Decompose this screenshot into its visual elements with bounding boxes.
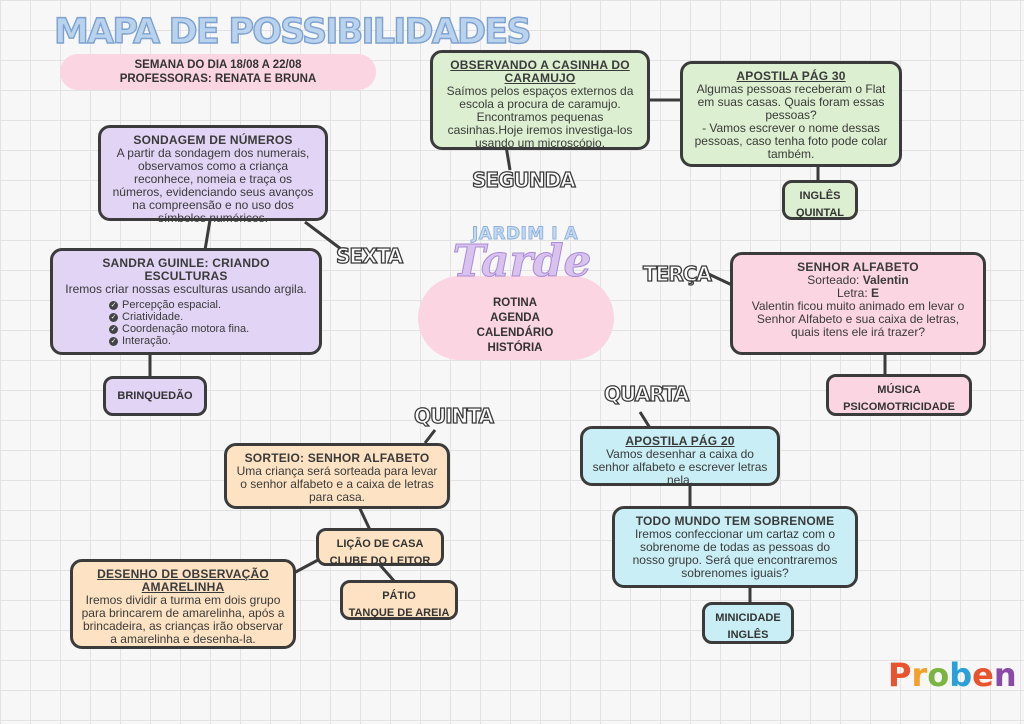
card-desenho-amarelinha: DESENHO DE OBSERVAÇÃO AMARELINHA Iremos … (70, 559, 296, 649)
card-title: SORTEIO: SENHOR ALFABETO (244, 451, 430, 465)
card-title: APOSTILA PÁG 20 (625, 434, 735, 448)
sorteado-value: Valentin (862, 273, 909, 287)
logo-letter: o (927, 656, 950, 694)
day-label-quarta: QUARTA (603, 381, 689, 406)
shift-name: Tarde (452, 236, 592, 288)
card-senhor-alfabeto: SENHOR ALFABETO Sorteado: Valentin Letra… (730, 252, 986, 355)
center-pill (418, 276, 614, 360)
check-icon: ✓ (109, 336, 118, 346)
logo-letter: n (993, 656, 1017, 694)
letra-value: E (871, 286, 880, 300)
check-icon: ✓ (109, 300, 118, 310)
card-title: DESENHO DE OBSERVAÇÃO AMARELINHA (97, 567, 269, 594)
card-text: Valentin ficou muito animado em levar o … (751, 299, 965, 339)
tags-terca: MÚSICA PSICOMOTRICIDADE (826, 374, 972, 416)
tags-quinta-2: PÁTIO TANQUE DE AREIA (340, 580, 458, 620)
header-info: SEMANA DO DIA 18/08 A 22/08 PROFESSORAS:… (60, 54, 376, 90)
skills-list: ✓ Percepção espacial. ✓ Criatividade. ✓ Coo… (61, 299, 311, 347)
day-label-terca: TERÇA (642, 261, 712, 286)
day-label-segunda: SEGUNDA (471, 167, 576, 192)
routine-item: HISTÓRIA (487, 342, 543, 354)
sorteado-label: Sorteado: (807, 273, 860, 287)
tag-musica: MÚSICA (877, 384, 921, 396)
sorteado-line: Sorteado: Valentin (741, 274, 975, 287)
skill-label: Percepção espacial. (122, 299, 222, 311)
teachers-label: PROFESSORAS: RENATA E BRUNA (119, 73, 317, 85)
logo-letter: r (911, 656, 928, 694)
card-title: OBSERVANDO A CASINHA DO CARAMUJO (450, 58, 630, 85)
proben-logo: Proben (888, 656, 1017, 694)
card-text: Uma criança será sorteada para levar o s… (236, 464, 438, 504)
card-text: Iremos dividir a turma em dois grupo par… (81, 593, 285, 646)
card-sondagem-numeros: SONDAGEM DE NÚMEROS A partir da sondagem… (98, 125, 328, 225)
class-name: JARDIM I A (471, 224, 579, 245)
card-sobrenome: TODO MUNDO TEM SOBRENOME Iremos confecci… (612, 506, 858, 588)
card-text: Iremos criar nossas esculturas usando ar… (65, 282, 307, 296)
routine-item: AGENDA (490, 312, 540, 324)
card-apostila-20: APOSTILA PÁG 20 Vamos desenhar a caixa d… (580, 426, 780, 487)
page-title: MAPA DE POSSIBILIDADES (53, 11, 532, 52)
routine-item: CALENDÁRIO (476, 327, 554, 339)
tags-segunda: INGLÊS QUINTAL (782, 180, 858, 220)
card-title: SENHOR ALFABETO (797, 260, 919, 274)
tag-minicidade: MINICIDADE (715, 612, 781, 624)
center-routine-list: ROTINA AGENDA CALENDÁRIO HISTÓRIA (455, 296, 575, 356)
card-text: Algumas pessoas receberam o Flat em suas… (694, 82, 888, 161)
tag-ingles: INGLÊS (799, 190, 841, 202)
letra-label: Letra: (836, 286, 868, 300)
week-label: SEMANA DO DIA 18/08 A 22/08 (134, 59, 302, 71)
card-title: SANDRA GUINLE: CRIANDO ESCULTURAS (102, 256, 270, 283)
card-observando-caramujo: OBSERVANDO A CASINHA DO CARAMUJO Saímos … (430, 50, 650, 150)
check-icon: ✓ (109, 312, 118, 322)
card-apostila-30: APOSTILA PÁG 30 Algumas pessoas recebera… (680, 61, 902, 167)
skill-label: Interação. (122, 335, 171, 347)
tag-patio: PÁTIO (382, 590, 416, 602)
tag-licao-de-casa: LIÇÃO DE CASA (336, 538, 424, 550)
skill-label: Coordenação motora fina. (122, 323, 250, 335)
list-item: ✓ Criatividade. (109, 311, 311, 323)
tag-quintal: QUINTAL (795, 207, 845, 219)
list-item: ✓ Interação. (109, 335, 311, 347)
logo-letter: e (972, 656, 994, 694)
card-sorteio-alfabeto: SORTEIO: SENHOR ALFABETO Uma criança ser… (224, 443, 450, 509)
card-text: Vamos desenhar a caixa do senhor alfabet… (592, 447, 768, 487)
tags-quarta: MINICIDADE INGLÊS (702, 602, 794, 644)
day-label-quinta: QUINTA (413, 403, 494, 428)
card-sandra-guinle: SANDRA GUINLE: CRIANDO ESCULTURAS Iremos… (50, 248, 322, 355)
letra-line: Letra: E (741, 287, 975, 300)
tag-clube-do-leitor: CLUBE DO LEITOR (329, 555, 431, 567)
tag-ingles: INGLÊS (727, 629, 769, 641)
card-text: A partir da sondagem dos numerais, obser… (112, 146, 314, 225)
tag-brinquedao: BRINQUEDÃO (117, 390, 193, 402)
card-text: Saímos pelos espaços externos da escola … (446, 84, 634, 150)
tags-sexta: BRINQUEDÃO (103, 376, 207, 416)
card-title: APOSTILA PÁG 30 (736, 69, 846, 83)
routine-item: ROTINA (492, 297, 538, 309)
card-title: SONDAGEM DE NÚMEROS (133, 133, 293, 147)
card-text: Iremos confeccionar um cartaz com o sobr… (632, 527, 838, 580)
tags-quinta-1: LIÇÃO DE CASA CLUBE DO LEITOR (316, 528, 444, 567)
logo-letter: b (949, 656, 973, 694)
check-icon: ✓ (109, 324, 118, 334)
tag-tanque-de-areia: TANQUE DE AREIA (348, 607, 450, 619)
list-item: ✓ Percepção espacial. (109, 299, 311, 311)
day-label-sexta: SEXTA (335, 243, 403, 268)
list-item: ✓ Coordenação motora fina. (109, 323, 311, 335)
logo-letter: P (888, 656, 912, 694)
card-title: TODO MUNDO TEM SOBRENOME (635, 514, 835, 528)
skill-label: Criatividade. (122, 311, 184, 323)
tag-psicomotricidade: PSICOMOTRICIDADE (843, 401, 955, 413)
